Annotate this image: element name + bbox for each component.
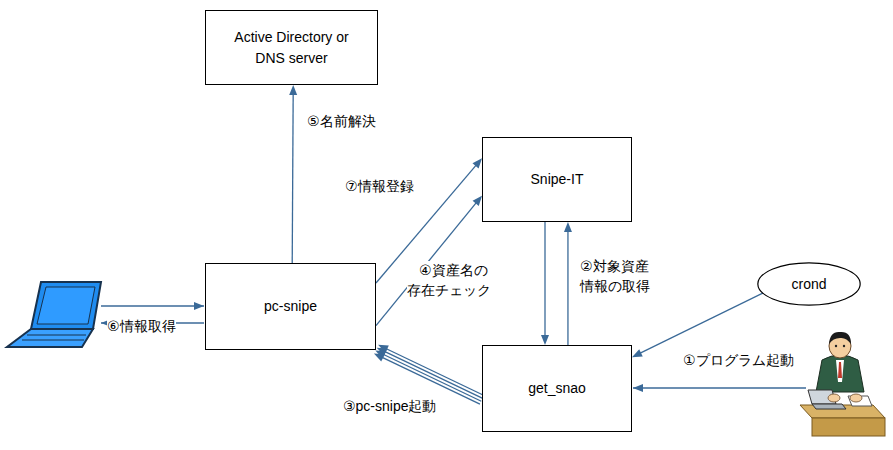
operator-illustration	[800, 332, 885, 436]
arrow-head	[289, 85, 297, 95]
edge-label: ④資産名の存在チェック	[407, 261, 493, 300]
connector-arrow	[374, 345, 484, 404]
system-box: Snipe-IT	[482, 137, 632, 222]
connector-arrow	[564, 222, 572, 345]
node-label: get_snao	[528, 378, 586, 398]
connector-line	[292, 93, 294, 263]
arrow-head	[472, 158, 482, 168]
connector-arrow	[541, 222, 549, 345]
program-box: pc-snipe	[205, 263, 376, 350]
connector-arrow	[632, 292, 765, 357]
edge-label: ②対象資産情報の取得	[580, 257, 654, 296]
connector-line	[385, 348, 484, 395]
laptop-illustration	[7, 282, 101, 347]
laptop-to-pc-arrow	[101, 305, 204, 306]
arrow-head	[564, 222, 572, 232]
edge-label: ⑤名前解決	[307, 112, 376, 132]
connector-line	[639, 292, 765, 354]
operator-arrow	[633, 387, 806, 388]
program-box: get_snao	[482, 345, 632, 432]
arrow-head	[378, 345, 389, 353]
edge-label: ③pc-snipe起動	[343, 397, 436, 417]
connector-arrow	[289, 85, 297, 263]
node-label: Active Directory or DNS server	[234, 27, 350, 68]
arrow-head	[541, 335, 549, 345]
connector-line	[383, 354, 482, 401]
node-label: pc-snipe	[264, 296, 317, 316]
edge-label: ⑦情報登録	[345, 177, 414, 197]
node-label: crond	[791, 274, 826, 294]
arrow-head	[632, 349, 643, 357]
node-label: Snipe-IT	[531, 169, 584, 189]
daemon-ellipse: crond	[757, 262, 861, 306]
connector-line	[384, 351, 483, 398]
connector-line	[567, 230, 568, 345]
server-box: Active Directory or DNS server	[205, 10, 378, 85]
arrow-head	[473, 196, 482, 206]
step-label: ⑥情報取得	[107, 317, 176, 337]
connector-line	[544, 222, 545, 337]
step-label: ①プログラム起動	[683, 351, 794, 371]
